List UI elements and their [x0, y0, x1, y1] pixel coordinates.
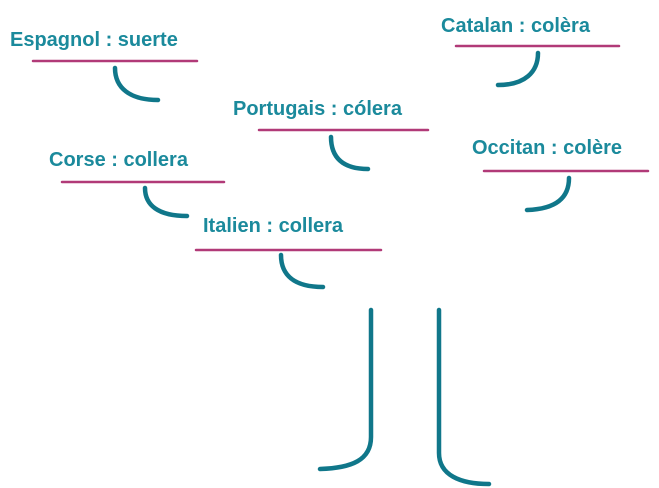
branch-catalan: [495, 50, 541, 88]
branch-portugais: [328, 134, 371, 172]
label-espagnol: Espagnol : suerte: [10, 29, 178, 51]
label-occitan: Occitan : colère: [472, 137, 623, 159]
trunk-left: [317, 307, 374, 472]
label-italien: Italien : collera: [203, 215, 344, 237]
label-portugais: Portugais : cólera: [233, 98, 402, 120]
trunk-right: [436, 307, 492, 487]
branch-italien: [278, 252, 326, 290]
label-corse: Corse : collera: [49, 149, 188, 171]
label-catalan: Catalan : colèra: [441, 15, 590, 37]
branch-espagnol: [112, 65, 161, 103]
branch-occitan: [524, 175, 572, 213]
branch-corse: [142, 185, 190, 219]
